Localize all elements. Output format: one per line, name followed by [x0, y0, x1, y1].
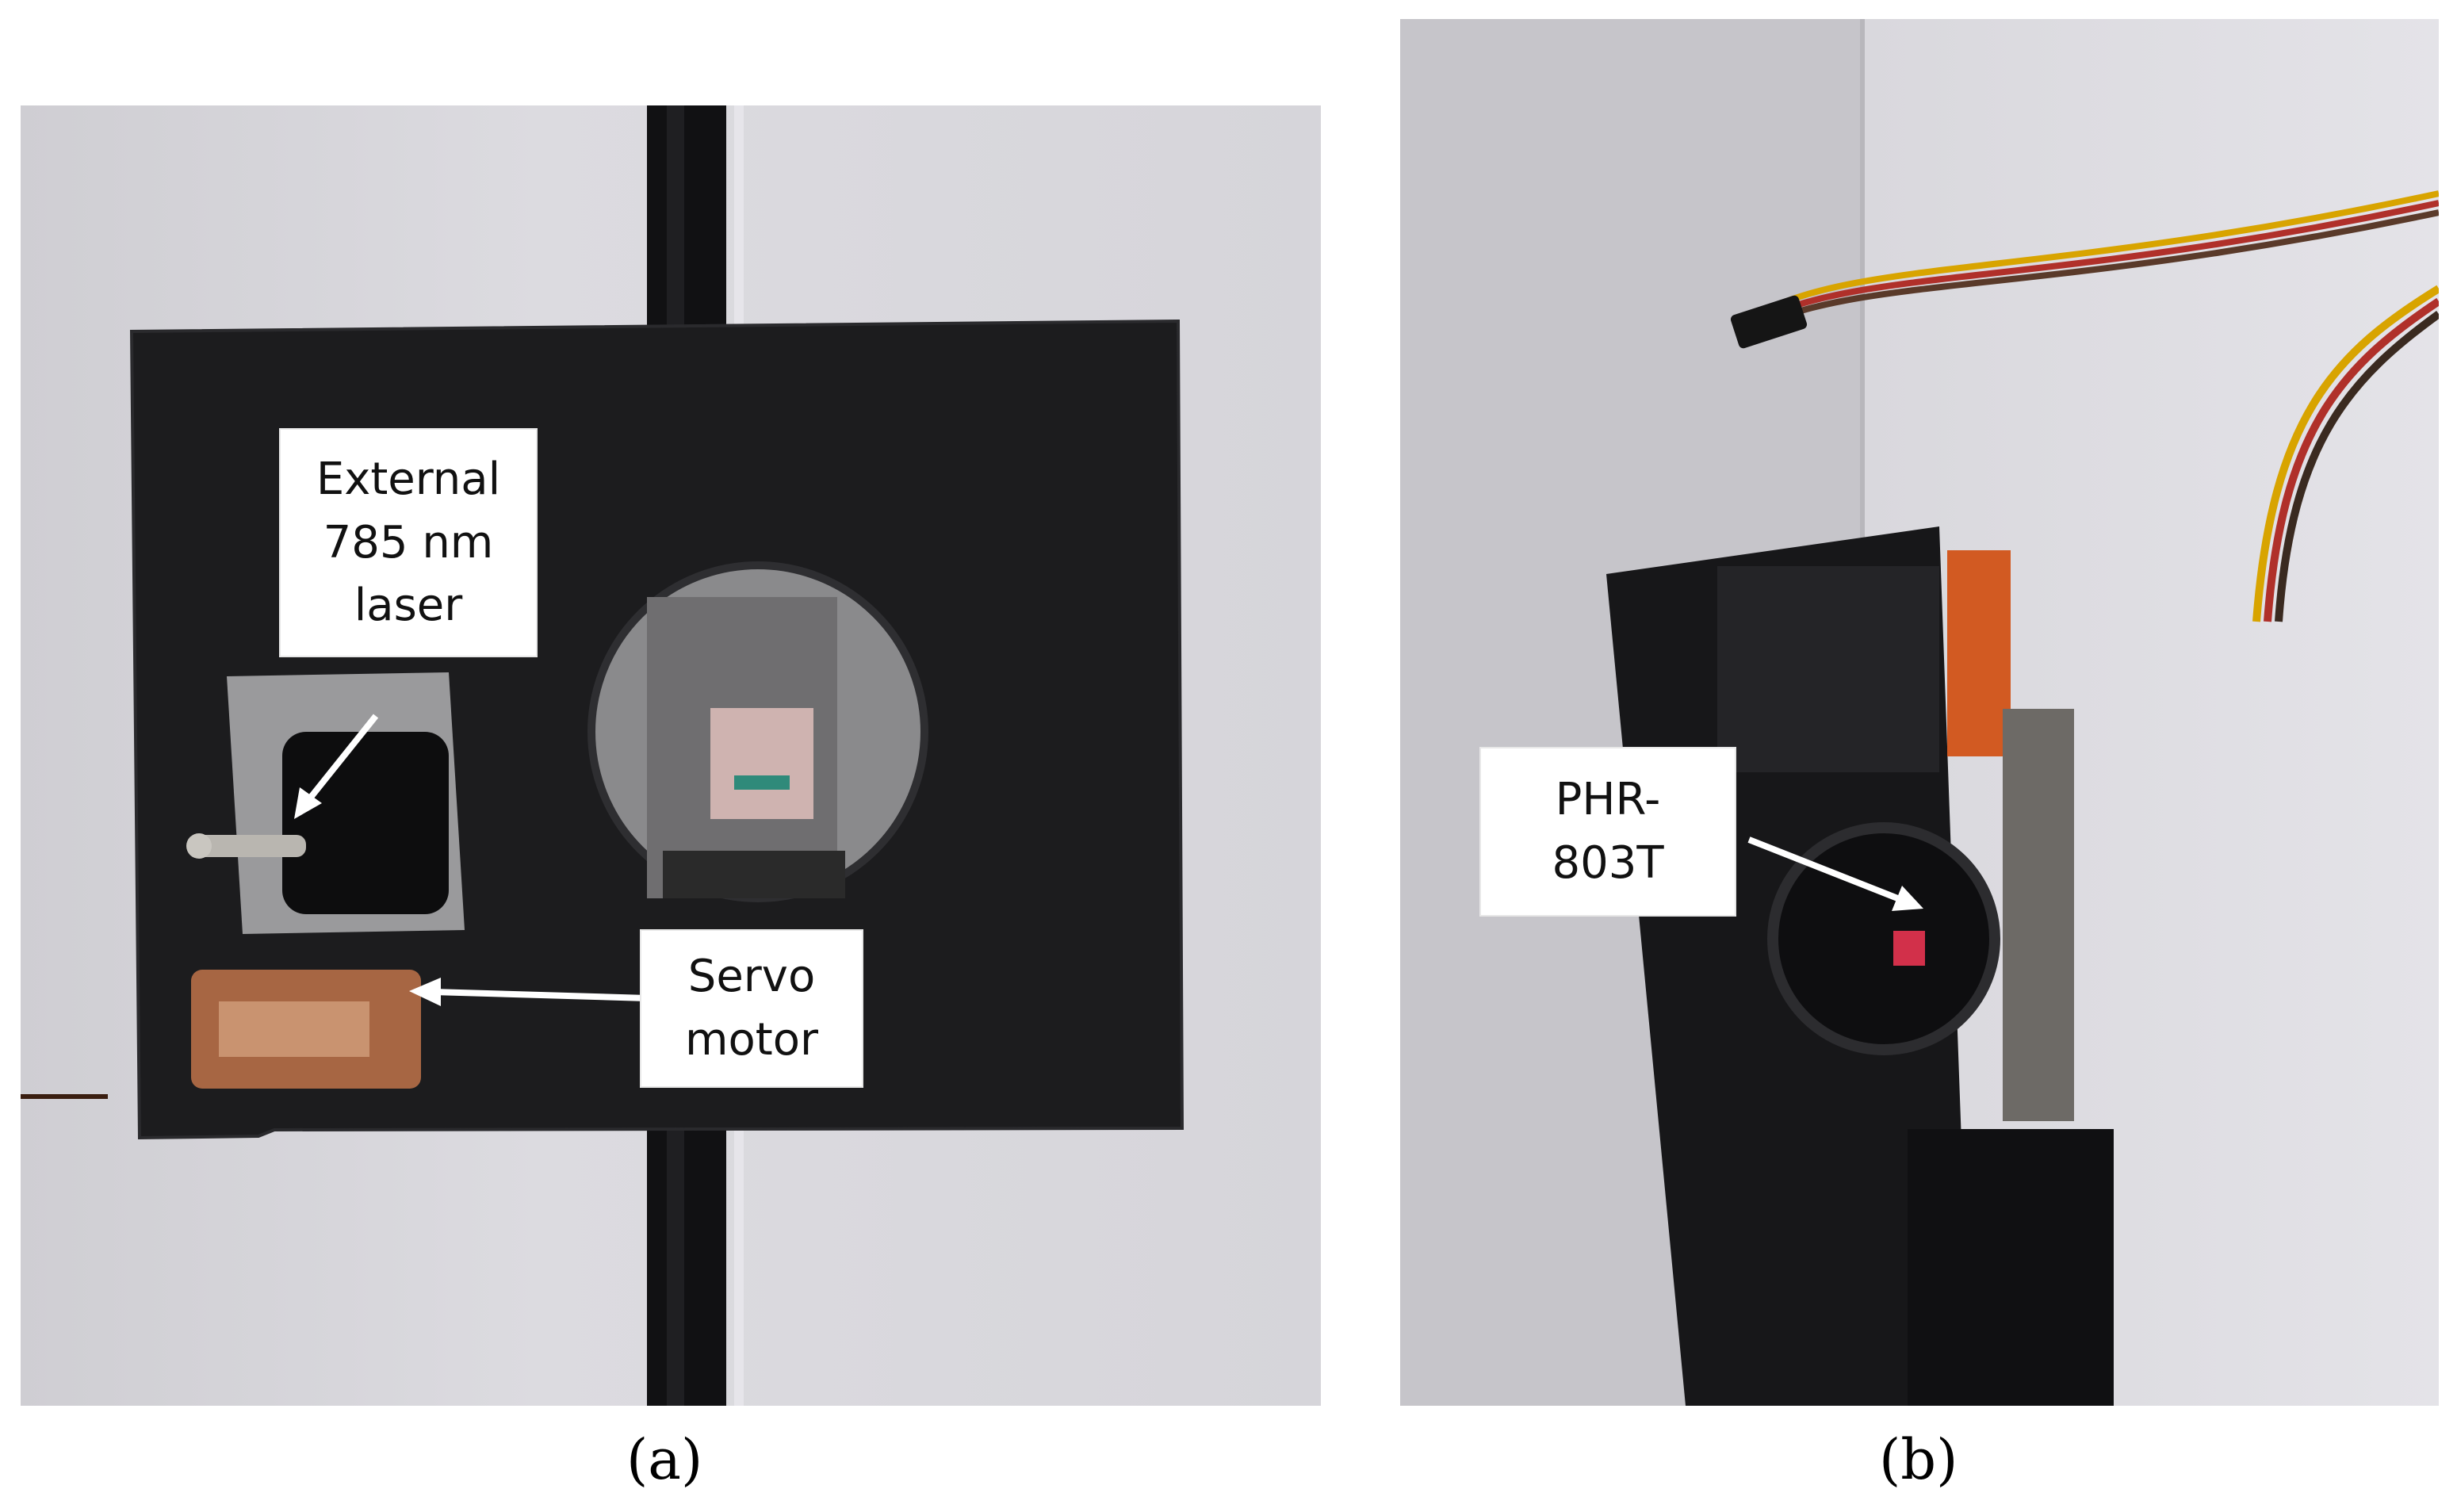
laser-module: [282, 732, 449, 914]
photo-panel-b: [1400, 19, 2439, 1406]
connector: [1730, 295, 1808, 349]
photodiode-ring: [1773, 828, 1995, 1050]
servo-arrow: [432, 989, 648, 1001]
photo-b-illustration: [1400, 19, 2439, 1406]
label-phr-803t: PHR- 803T: [1479, 747, 1736, 917]
caption-a: (a): [626, 1427, 703, 1492]
label-external-laser: External 785 nm laser: [279, 428, 538, 657]
photo-a-illustration: [21, 105, 1184, 1406]
photo-panel-a: [21, 105, 1321, 1406]
photodiode-arrow: [1747, 836, 1901, 902]
label-servo-motor: Servo motor: [640, 929, 863, 1088]
photodiode-chip: [1893, 931, 1925, 966]
orange-part: [1947, 550, 2011, 756]
caption-b: (b): [1879, 1427, 1958, 1492]
laser-arrow: [303, 714, 379, 806]
